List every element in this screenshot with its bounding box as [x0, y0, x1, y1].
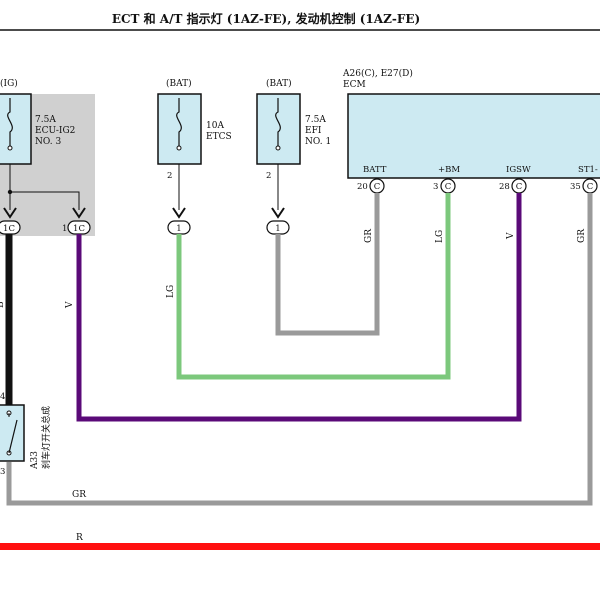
- ecm-name: ECM: [343, 80, 366, 90]
- ecm-pin-igsw-conn: C: [516, 182, 523, 192]
- wire-label-black-left: B: [0, 301, 6, 308]
- switch-pin-bottom: 3: [0, 467, 5, 477]
- fuse-ecu-ig2-name: ECU-IG2: [35, 126, 75, 136]
- wire-label-batt: GR: [364, 229, 374, 243]
- fuse-efi-rating: 7.5A: [305, 115, 326, 125]
- switch-pin-top: 4: [0, 392, 5, 402]
- fuse-ecu-ig2-source: (IG): [0, 78, 18, 89]
- arrow-left-junction: [3, 207, 17, 219]
- switch-name: 刹车灯开关总成: [40, 406, 52, 469]
- fuse-efi-source: (BAT): [266, 78, 292, 89]
- ecm-pin-batt-number: 20: [357, 182, 368, 192]
- fuse-efi-pin: 2: [266, 171, 271, 181]
- wire-red-bus: [0, 543, 600, 550]
- fuse-ecu-ig2: [0, 93, 32, 165]
- wire-lightgreen-etcs-bm: [176, 193, 451, 380]
- wire-violet-junction: [76, 193, 522, 422]
- fuse-efi-number: NO. 1: [305, 137, 331, 147]
- fuse-ecu-ig2-rating: 7.5A: [35, 115, 56, 125]
- wire-gray-efi-batt: [275, 193, 380, 336]
- wire-label-bottom-gray: GR: [72, 490, 86, 500]
- switch-id: A33: [30, 451, 40, 470]
- etcs-out-connector: 1: [176, 224, 181, 234]
- junction-right-pin: 1: [62, 224, 67, 234]
- wire-label-violet-left: V: [65, 301, 75, 309]
- page-title: ECT 和 A/T 指示灯 (1AZ-FE), 发动机控制 (1AZ-FE): [112, 11, 420, 26]
- fuse-etcs-rating: 10A: [206, 121, 224, 131]
- ecm-pin-bm-conn: C: [445, 182, 452, 192]
- fuse-efi-name: EFI: [305, 126, 322, 136]
- ecm-pin-batt-name: BATT: [363, 165, 387, 175]
- fuse-ecu-ig2-element: [7, 98, 13, 148]
- fuse-etcs-element: [176, 98, 182, 148]
- wire-gray-switch-st1: [6, 193, 593, 506]
- ecm-pin-bm-number: 3: [433, 182, 438, 192]
- wire-label-red: R: [76, 533, 83, 543]
- ecm-pin-st1-number: 35: [570, 182, 581, 192]
- fuse-efi-element: [275, 98, 281, 148]
- ecm-pin-st1-name: ST1-: [578, 165, 598, 175]
- switch-contact: [8, 419, 18, 454]
- fuse-etcs-name: ETCS: [206, 132, 232, 142]
- ecm-pin-igsw-name: IGSW: [506, 165, 531, 175]
- junction-connector-left: 1C: [3, 224, 15, 234]
- fuse-etcs-pin: 2: [167, 171, 172, 181]
- junction-connector-right: 1C: [73, 224, 85, 234]
- fuse-etcs-source: (BAT): [166, 78, 192, 89]
- ecm-connector-ids: A26(C), E27(D): [342, 68, 413, 79]
- efi-out-connector: 1: [275, 224, 280, 234]
- wire-label-bm: LG: [435, 230, 445, 243]
- ecm-pin-st1-conn: C: [587, 182, 594, 192]
- wire-label-lg-left: LG: [166, 285, 176, 298]
- wire-label-st1: GR: [577, 229, 587, 243]
- arrow-efi: [271, 207, 285, 219]
- arrow-etcs: [172, 207, 186, 219]
- ecm-pin-bm-name: +BM: [438, 165, 460, 175]
- ecm-box: [347, 93, 600, 179]
- brake-light-switch: [0, 404, 25, 462]
- fuse-ecu-ig2-number: NO. 3: [35, 137, 61, 147]
- arrow-right-junction: [72, 207, 86, 219]
- ecm-pin-igsw-number: 28: [499, 182, 510, 192]
- wire-label-igsw: V: [506, 232, 516, 240]
- ecm-pin-batt-conn: C: [374, 182, 381, 192]
